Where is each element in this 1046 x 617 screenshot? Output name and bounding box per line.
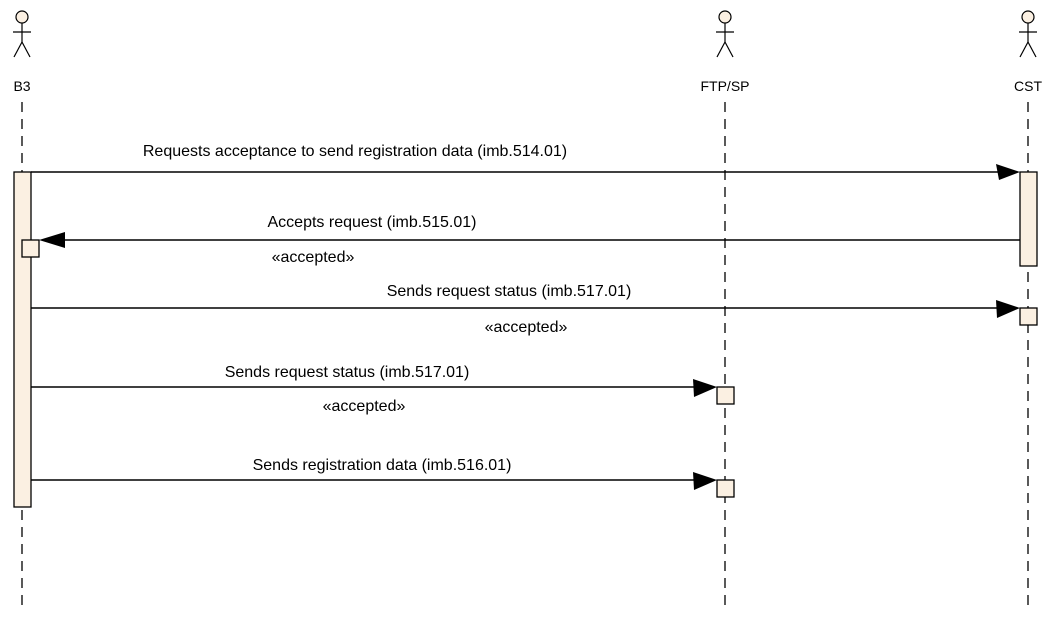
activation-b3 <box>13 171 32 508</box>
actor-cst[interactable]: CST <box>1014 10 1042 94</box>
message-5-arrowhead <box>693 472 717 490</box>
actor-ftp-sp-label: FTP/SP <box>700 78 749 94</box>
message-2-label: Accepts request (imb.515.01) <box>268 214 477 231</box>
activation-b3-receive <box>21 239 40 258</box>
actor-cst-label: CST <box>1014 78 1042 94</box>
message-2-guard: «accepted» <box>272 249 355 266</box>
activation-ftp-sp-receive-1 <box>716 386 735 405</box>
actor-b3[interactable]: B3 <box>13 10 31 94</box>
actor-cst-figure <box>1019 10 1037 58</box>
message-1-arrowhead <box>996 164 1020 180</box>
activation-cst <box>1019 171 1038 267</box>
message-3-label: Sends request status (imb.517.01) <box>387 283 632 300</box>
actor-ftp-sp[interactable]: FTP/SP <box>700 10 750 94</box>
message-3-guard: «accepted» <box>485 319 568 336</box>
actor-ftp-sp-figure <box>716 10 734 58</box>
actor-b3-label: B3 <box>13 78 30 94</box>
message-1[interactable]: Requests acceptance to send registration… <box>31 143 1020 180</box>
activation-cst-receive <box>1019 307 1038 326</box>
activation-ftp-sp-receive-2 <box>716 479 735 498</box>
message-1-label: Requests acceptance to send registration… <box>143 143 567 160</box>
message-3[interactable]: Sends request status (imb.517.01) «accep… <box>31 283 1020 336</box>
message-2-arrowhead <box>39 232 65 248</box>
message-4-label: Sends request status (imb.517.01) <box>225 364 470 381</box>
message-4-guard: «accepted» <box>323 398 406 415</box>
message-4[interactable]: Sends request status (imb.517.01) «accep… <box>31 364 717 415</box>
message-2[interactable]: Accepts request (imb.515.01) «accepted» <box>39 214 1020 266</box>
message-3-arrowhead <box>996 300 1020 318</box>
actor-b3-figure <box>13 10 31 58</box>
message-5[interactable]: Sends registration data (imb.516.01) <box>31 457 717 490</box>
message-5-label: Sends registration data (imb.516.01) <box>253 457 512 474</box>
message-4-arrowhead <box>693 379 717 397</box>
